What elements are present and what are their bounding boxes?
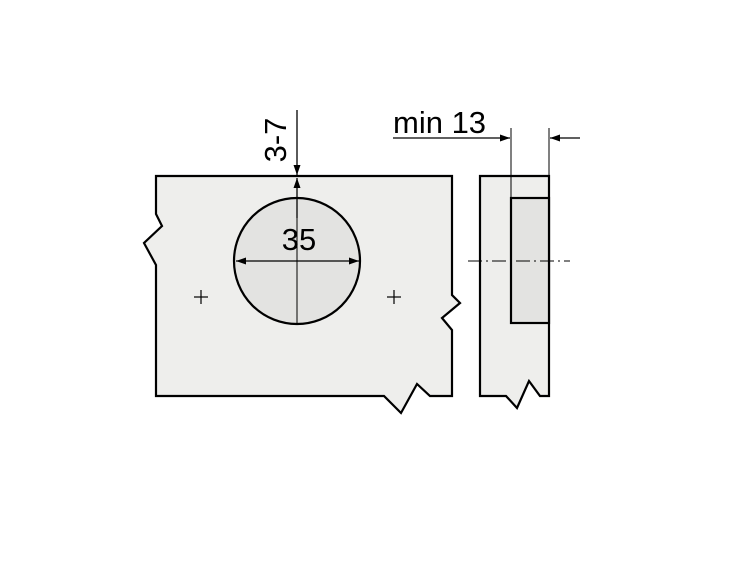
min-distance-label: min 13 (393, 105, 486, 140)
screw-mark-left (194, 290, 208, 304)
screw-mark-right (387, 290, 401, 304)
depth-label: 3-7 (258, 118, 293, 163)
diameter-label: 35 (282, 222, 316, 257)
